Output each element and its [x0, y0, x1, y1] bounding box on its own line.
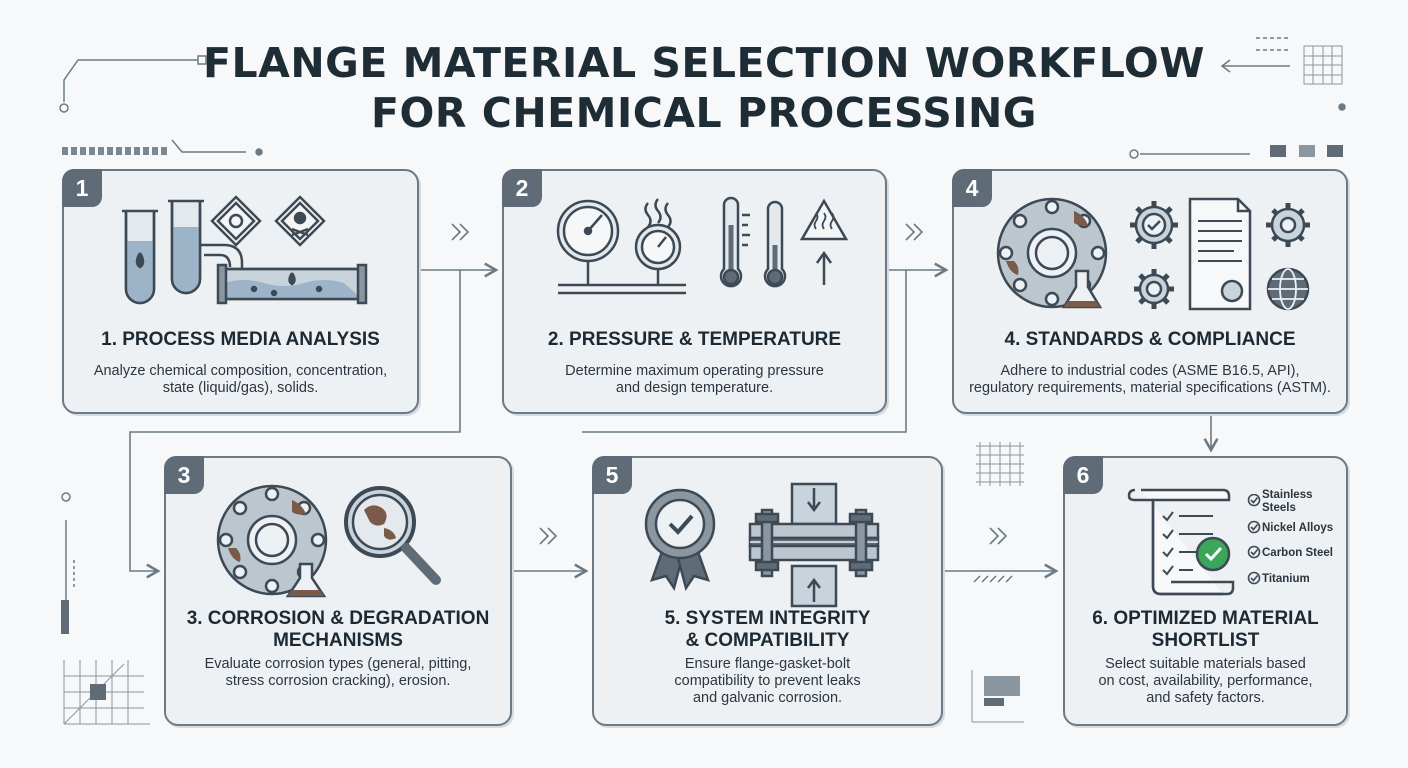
step-card-1: 1 [62, 169, 419, 414]
step-title: 1. PROCESS MEDIA ANALYSIS [101, 329, 380, 350]
system-integrity-icon [644, 482, 880, 608]
step-card-3: 3 3. CORROSION & DEGRADATION MECHANISMS … [164, 456, 512, 726]
deco-grid-top-right [1303, 45, 1343, 85]
shortlist-check-icons [1247, 494, 1261, 585]
step-description: Ensure flange-gasket-bolt compatibility … [674, 656, 861, 706]
step-badge: 3 [164, 456, 204, 494]
deco-dots-left [62, 147, 167, 155]
connector-3-5 [510, 527, 589, 579]
step-description: Determine maximum operating pressure and… [565, 363, 824, 396]
step-badge: 5 [592, 456, 632, 494]
step-description: Select suitable materials based on cost,… [1098, 656, 1313, 706]
title-line-2: FOR CHEMICAL PROCESSING [371, 89, 1037, 137]
deco-hatch [973, 575, 1013, 583]
chemical-media-icon [122, 195, 368, 305]
deco-top-left [59, 55, 263, 156]
connector-1-3 [129, 270, 461, 579]
step-description: Analyze chemical composition, concentrat… [93, 363, 388, 396]
step-title: 3. CORROSION & DEGRADATION MECHANISMS [186, 608, 490, 651]
step-badge: 6 [1063, 456, 1103, 494]
step-description: Adhere to industrial codes (ASME B16.5, … [969, 363, 1331, 396]
step-title: 2. PRESSURE & TEMPERATURE [547, 329, 842, 350]
step-badge: 1 [62, 169, 102, 207]
standards-compliance-icon [996, 197, 1310, 311]
shortlist-item-titanium: Titanium [1262, 573, 1310, 585]
shortlist-scroll-icon [1127, 488, 1235, 596]
step-card-6: 6 Stainless Steels Nickel Alloys [1063, 456, 1348, 726]
deco-bars-bottom-middle [971, 670, 1024, 723]
step-title: 5. SYSTEM INTEGRITY & COMPATIBILITY [664, 608, 871, 651]
corrosion-icon [216, 484, 441, 598]
step-card-4: 4 [952, 169, 1348, 414]
step-card-2: 2 [502, 169, 887, 414]
connector-1-2 [417, 223, 499, 278]
title-line-1: FLANGE MATERIAL SELECTION WORKFLOW [203, 39, 1205, 87]
step-title: 4. STANDARDS & COMPLIANCE [1004, 329, 1296, 350]
deco-top-right [1129, 37, 1346, 159]
step-badge: 2 [502, 169, 542, 207]
deco-grid-bottom-left [63, 660, 150, 725]
deco-grid-middle [976, 442, 1024, 486]
deco-squares-top-right [1270, 145, 1343, 157]
connector-5-6 [941, 527, 1059, 579]
shortlist-item-carbon: Carbon Steel [1262, 547, 1333, 559]
pressure-temperature-icon [556, 196, 849, 295]
shortlist-item-stainless: Stainless Steels [1262, 489, 1313, 514]
step-card-5: 5 5. SYSTEM INTEGRITY & CO [592, 456, 943, 726]
step-description: Evaluate corrosion types (general, pitti… [204, 656, 472, 689]
connector-2-4 [582, 223, 949, 433]
step-badge: 4 [952, 169, 992, 207]
shortlist-item-nickel: Nickel Alloys [1262, 522, 1334, 534]
page-title: FLANGE MATERIAL SELECTION WORKFLOW FOR C… [0, 38, 1408, 138]
step-title: 6. OPTIMIZED MATERIAL SHORTLIST [1092, 608, 1319, 651]
